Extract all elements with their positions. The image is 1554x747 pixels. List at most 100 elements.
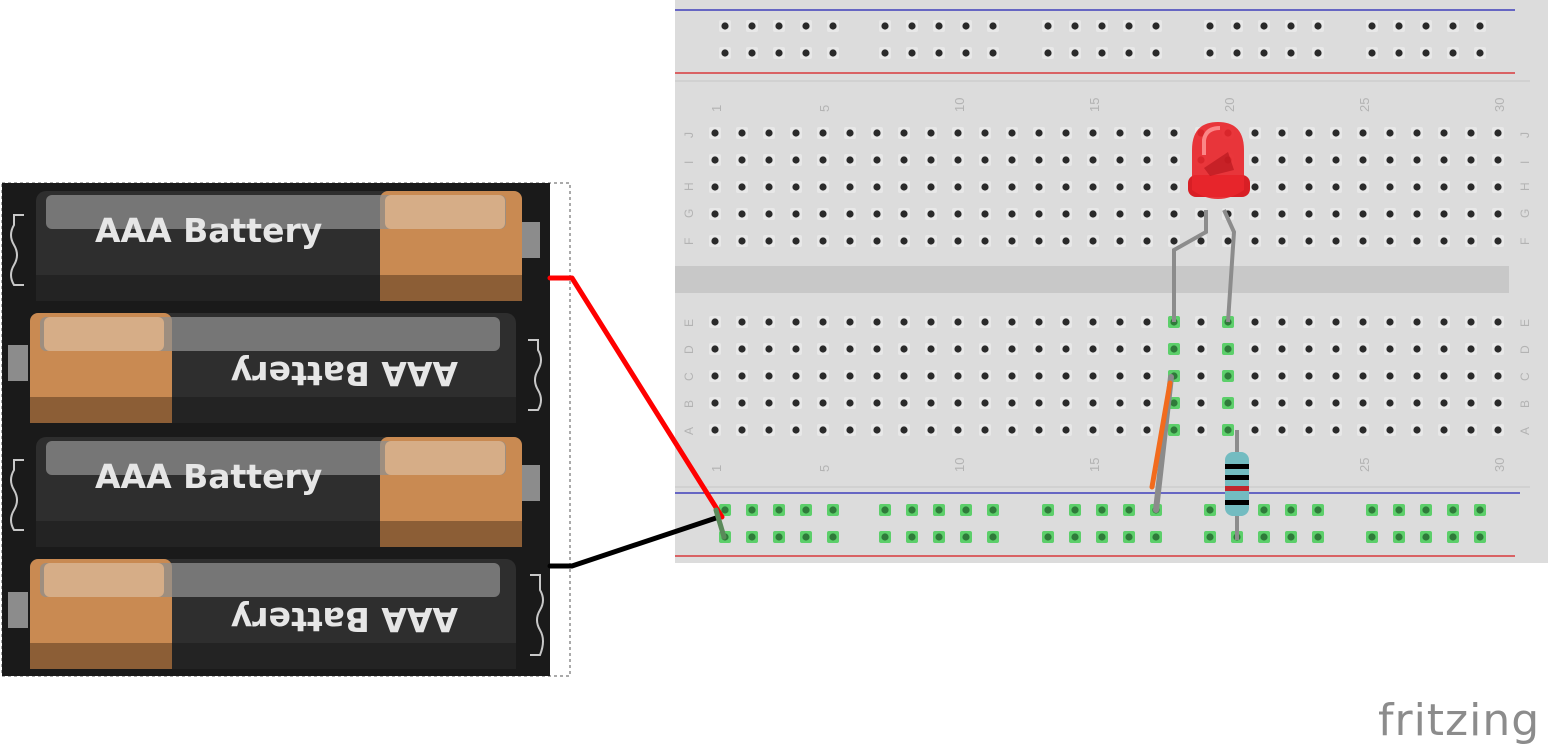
breadboard-hole[interactable] [1089,129,1097,137]
breadboard-hole[interactable] [1116,318,1124,326]
power-rail-hole[interactable] [989,22,997,30]
power-rail-hole[interactable] [1152,533,1160,541]
breadboard-hole[interactable] [819,399,827,407]
breadboard-hole[interactable] [1305,318,1313,326]
breadboard-hole[interactable] [1170,210,1178,218]
breadboard-hole[interactable] [873,399,881,407]
breadboard-hole[interactable] [873,237,881,245]
breadboard-hole[interactable] [1251,372,1259,380]
breadboard-hole[interactable] [1089,156,1097,164]
breadboard-hole[interactable] [1332,372,1340,380]
breadboard-hole[interactable] [1116,237,1124,245]
power-rail-hole[interactable] [1449,533,1457,541]
breadboard-hole[interactable] [900,345,908,353]
breadboard-hole[interactable] [981,426,989,434]
power-rail-hole[interactable] [1395,22,1403,30]
breadboard-hole[interactable] [846,345,854,353]
breadboard-hole[interactable] [954,345,962,353]
breadboard-hole[interactable] [1305,345,1313,353]
breadboard-hole[interactable] [873,372,881,380]
power-rail-hole[interactable] [962,22,970,30]
breadboard-hole[interactable] [765,399,773,407]
breadboard-hole[interactable] [1224,237,1232,245]
breadboard-hole[interactable] [1440,237,1448,245]
jumper-wire[interactable] [1149,374,1174,513]
breadboard-hole[interactable] [1224,426,1232,434]
breadboard-hole[interactable] [1197,210,1205,218]
breadboard-hole[interactable] [1413,345,1421,353]
power-rail-hole[interactable] [1071,49,1079,57]
power-rail-hole[interactable] [881,506,889,514]
breadboard-hole[interactable] [1386,183,1394,191]
breadboard-hole[interactable] [1143,399,1151,407]
power-rail-hole[interactable] [1206,49,1214,57]
power-rail-hole[interactable] [935,506,943,514]
power-rail-hole[interactable] [829,22,837,30]
breadboard-hole[interactable] [1278,318,1286,326]
power-rail-hole[interactable] [1368,506,1376,514]
breadboard-hole[interactable] [792,372,800,380]
power-rail-hole[interactable] [1314,506,1322,514]
breadboard-hole[interactable] [765,372,773,380]
breadboard-hole[interactable] [846,426,854,434]
breadboard-hole[interactable] [1305,129,1313,137]
breadboard-hole[interactable] [1089,399,1097,407]
power-rail-hole[interactable] [1395,506,1403,514]
breadboard-hole[interactable] [1467,318,1475,326]
breadboard-hole[interactable] [1467,183,1475,191]
breadboard-hole[interactable] [900,399,908,407]
breadboard-hole[interactable] [1197,426,1205,434]
breadboard-hole[interactable] [1332,129,1340,137]
breadboard-hole[interactable] [1494,183,1502,191]
breadboard-hole[interactable] [1440,372,1448,380]
breadboard-hole[interactable] [1305,237,1313,245]
power-rail-hole[interactable] [1125,22,1133,30]
power-rail-hole[interactable] [1071,533,1079,541]
power-rail-hole[interactable] [908,22,916,30]
breadboard-hole[interactable] [1251,237,1259,245]
breadboard-hole[interactable] [1089,318,1097,326]
breadboard-hole[interactable] [954,156,962,164]
power-rail-hole[interactable] [1044,22,1052,30]
positive-wire[interactable] [547,275,725,520]
breadboard-hole[interactable] [1008,183,1016,191]
breadboard-hole[interactable] [711,237,719,245]
power-rail-hole[interactable] [1476,506,1484,514]
breadboard-hole[interactable] [1224,399,1232,407]
power-rail-hole[interactable] [1233,49,1241,57]
breadboard-hole[interactable] [1278,210,1286,218]
breadboard-hole[interactable] [1359,426,1367,434]
power-rail-hole[interactable] [1260,49,1268,57]
power-rail-hole[interactable] [1098,533,1106,541]
power-rail-hole[interactable] [935,49,943,57]
breadboard-hole[interactable] [1386,156,1394,164]
breadboard-hole[interactable] [900,129,908,137]
breadboard-hole[interactable] [1278,237,1286,245]
breadboard-hole[interactable] [1467,399,1475,407]
breadboard-hole[interactable] [981,237,989,245]
breadboard-hole[interactable] [1359,183,1367,191]
breadboard-hole[interactable] [738,129,746,137]
power-rail-hole[interactable] [1422,533,1430,541]
breadboard-hole[interactable] [765,237,773,245]
breadboard-hole[interactable] [819,318,827,326]
breadboard-hole[interactable] [1116,372,1124,380]
power-rail-hole[interactable] [881,49,889,57]
breadboard-hole[interactable] [1332,183,1340,191]
breadboard-hole[interactable] [1224,345,1232,353]
breadboard-hole[interactable] [1440,399,1448,407]
power-rail-hole[interactable] [1314,49,1322,57]
breadboard-hole[interactable] [1008,210,1016,218]
breadboard-hole[interactable] [1494,426,1502,434]
breadboard-hole[interactable] [1143,183,1151,191]
power-rail-hole[interactable] [1395,49,1403,57]
breadboard-hole[interactable] [1062,183,1070,191]
breadboard-hole[interactable] [1008,237,1016,245]
breadboard-hole[interactable] [1035,399,1043,407]
breadboard-hole[interactable] [1197,237,1205,245]
breadboard-hole[interactable] [1278,426,1286,434]
breadboard-hole[interactable] [1440,426,1448,434]
breadboard-hole[interactable] [1494,129,1502,137]
power-rail-hole[interactable] [1206,506,1214,514]
breadboard-hole[interactable] [1413,399,1421,407]
